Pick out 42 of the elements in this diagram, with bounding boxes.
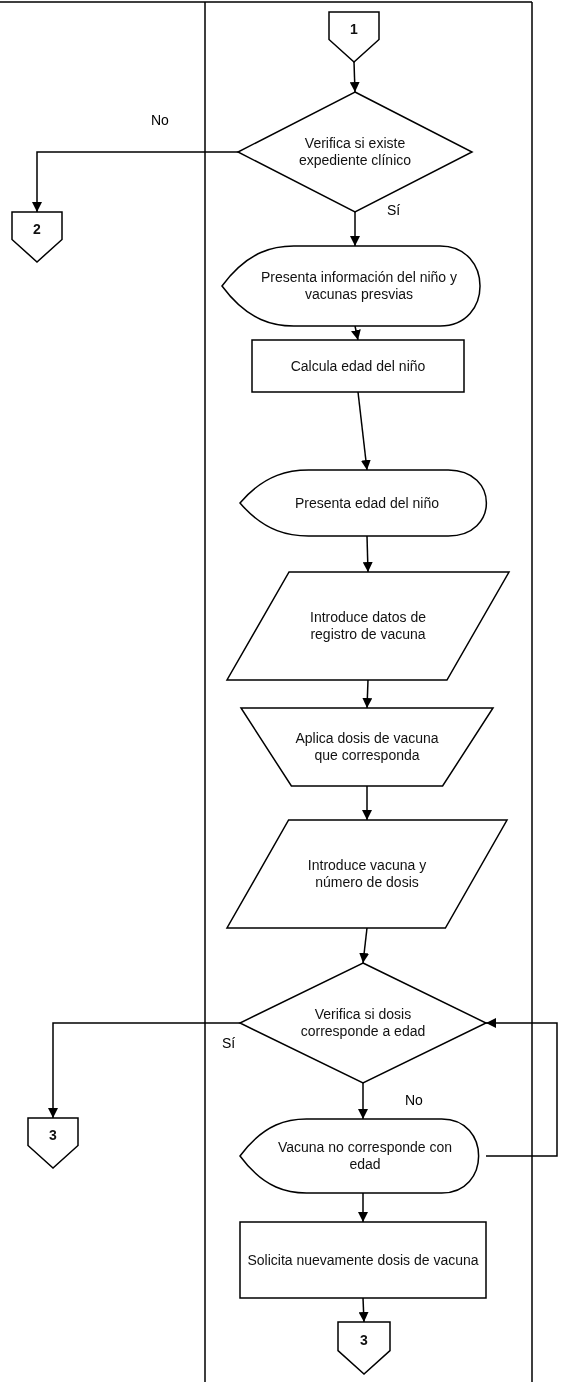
off-page-connector — [28, 1118, 78, 1168]
arrow — [48, 1022, 241, 1119]
edge-label: Sí — [386, 202, 402, 218]
arrow — [32, 151, 239, 213]
off-page-connector — [329, 12, 379, 62]
arrow — [351, 325, 361, 341]
off-page-connector — [338, 1322, 390, 1374]
arrow — [357, 391, 371, 471]
arrow — [359, 927, 370, 964]
arrow — [350, 211, 360, 247]
node-label: Solicita nuevamente dosis de vacuna — [247, 1251, 479, 1269]
node-label: Vacuna no corresponde con edad — [276, 1139, 454, 1173]
process-box — [252, 340, 464, 392]
process-box — [240, 1222, 486, 1298]
input-parallelogram — [227, 820, 507, 928]
node-label: Introduce vacuna y número de dosis — [306, 857, 428, 891]
arrow — [362, 535, 373, 573]
manual-operation-trapezoid — [241, 708, 493, 786]
arrow — [485, 1018, 558, 1157]
connector-number: 3 — [49, 1126, 57, 1144]
edge-label: No — [150, 112, 170, 128]
connector-number: 2 — [33, 220, 41, 238]
input-parallelogram — [227, 572, 509, 680]
off-page-connector — [12, 212, 62, 262]
arrow — [362, 785, 372, 821]
node-label: Aplica dosis de vacuna que corresponda — [294, 730, 440, 764]
arrow — [358, 1297, 369, 1323]
edge-label: No — [404, 1092, 424, 1108]
node-label: Presenta información del niño y vacunas presvias — [259, 269, 459, 303]
arrow — [362, 679, 373, 709]
decision-diamond — [240, 963, 486, 1083]
node-label: Presenta edad del niño — [295, 494, 439, 512]
node-label: Calcula edad del niño — [290, 357, 426, 375]
arrow — [349, 61, 360, 93]
connector-number: 1 — [350, 20, 358, 38]
arrow — [358, 1082, 368, 1120]
connector-number: 3 — [360, 1331, 368, 1349]
node-label: Introduce datos de registro de vacuna — [309, 609, 427, 643]
node-label: Verifica si existe expediente clínico — [297, 135, 413, 169]
arrow — [358, 1192, 368, 1223]
node-label: Verifica si dosis corresponde a edad — [299, 1006, 427, 1040]
edge-label: Sí — [221, 1035, 237, 1051]
